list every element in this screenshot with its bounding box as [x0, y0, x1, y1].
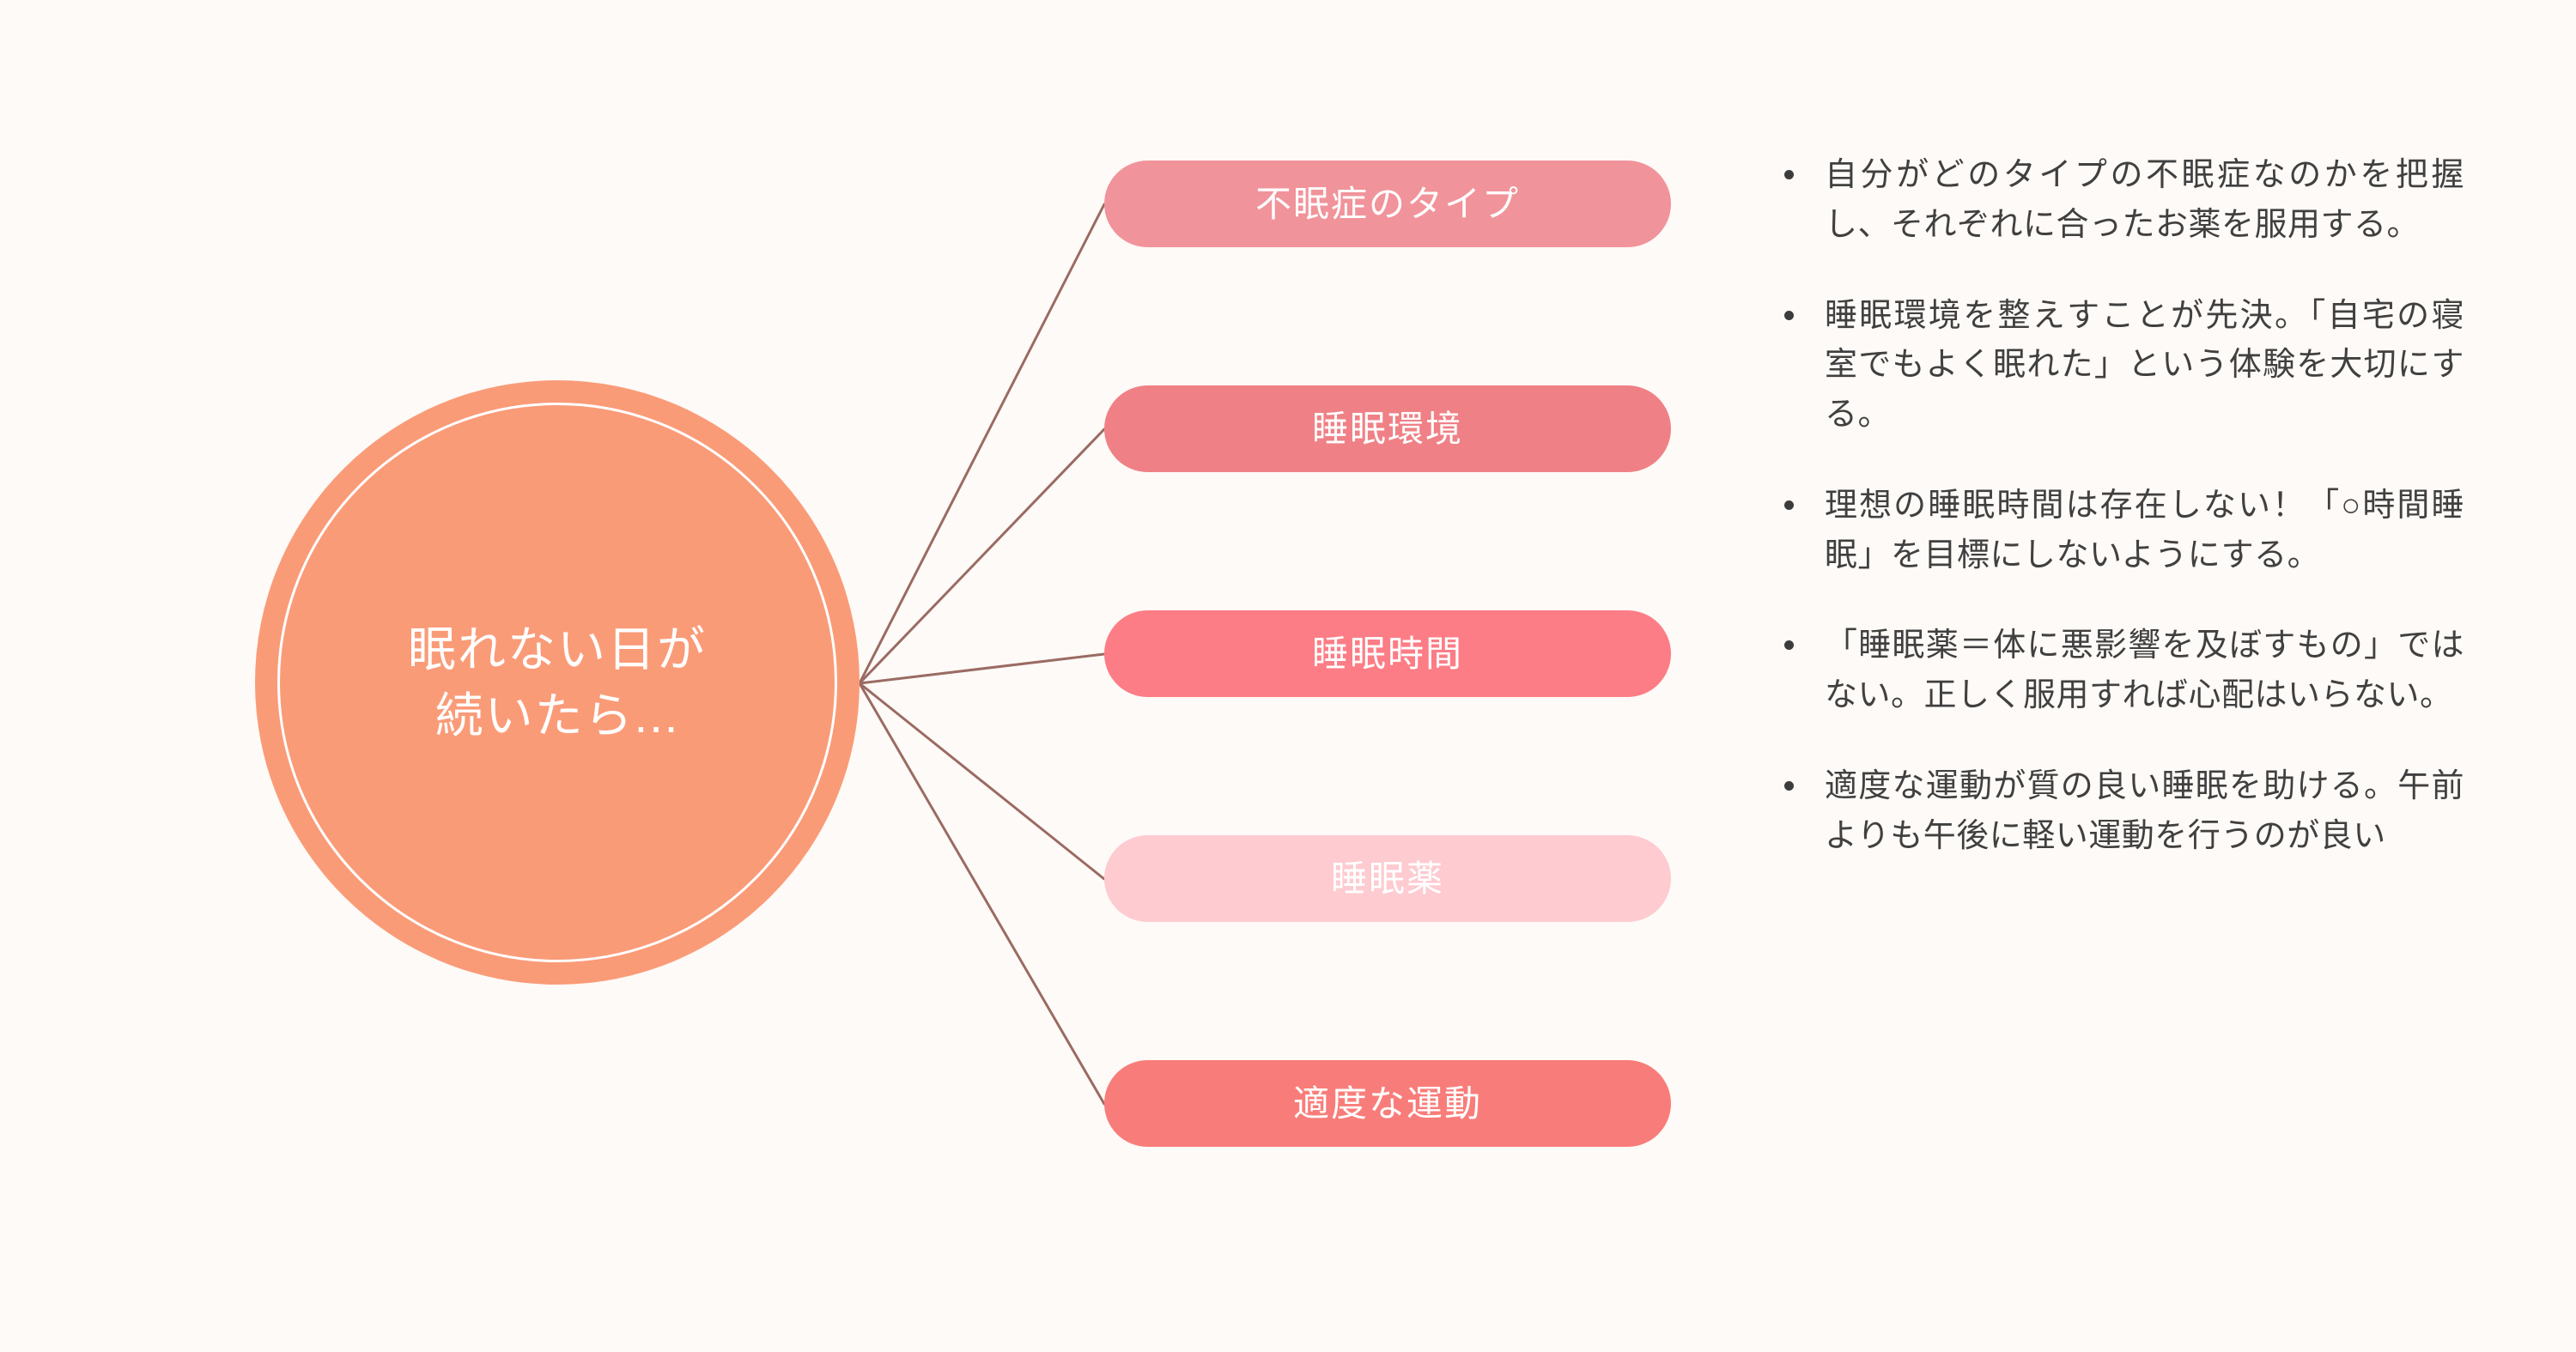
note-text: 自分がどのタイプの不眠症なのかを把握し、それぞれに合ったお薬を服用する。: [1825, 157, 2464, 243]
branch-pill-label: 適度な運動: [1292, 1082, 1482, 1124]
connector-line-sleep-duration: [858, 652, 1106, 685]
bullet-dot-icon: [1784, 780, 1794, 791]
bullet-dot-icon: [1784, 640, 1794, 651]
branch-pill-label: 睡眠薬: [1330, 858, 1444, 899]
note-item-moderate-exercise: 適度な運動が質の良い睡眠を助ける。午前よりも午後に軽い運動を行うのが良い: [1777, 762, 2464, 862]
note-item-insomnia-type: 自分がどのタイプの不眠症なのかを把握し、それぞれに合ったお薬を服用する。: [1777, 151, 2464, 251]
branch-pill-moderate-exercise[interactable]: 適度な運動: [1104, 1060, 1671, 1147]
bullet-dot-icon: [1784, 170, 1794, 179]
branch-pill-label: 不眠症のタイプ: [1255, 183, 1520, 224]
connector-line-sleeping-pills: [858, 682, 1106, 881]
branch-pill-insomnia-type[interactable]: 不眠症のタイプ: [1104, 161, 1671, 247]
branch-pill-label: 睡眠環境: [1311, 408, 1463, 449]
connector-line-insomnia-type: [858, 203, 1106, 685]
branch-pill-sleep-duration[interactable]: 睡眠時間: [1104, 610, 1671, 697]
central-node[interactable]: 眠れない日が 続いたら...: [255, 380, 860, 985]
notes-list: 自分がどのタイプの不眠症なのかを把握し、それぞれに合ったお薬を服用する。 睡眠環…: [1777, 151, 2464, 861]
note-text: 「睡眠薬＝体に悪影響を及ぼすもの」ではない。正しく服用すれば心配はいらない。: [1825, 627, 2464, 713]
note-text: 理想の睡眠時間は存在しない！「○時間睡眠」を目標にしないようにする。: [1825, 487, 2464, 573]
bullet-dot-icon: [1784, 500, 1794, 510]
note-item-sleep-duration: 理想の睡眠時間は存在しない！「○時間睡眠」を目標にしないようにする。: [1777, 482, 2464, 581]
note-text: 適度な運動が質の良い睡眠を助ける。午前よりも午後に軽い運動を行うのが良い: [1825, 767, 2464, 854]
connector-line-moderate-exercise: [858, 682, 1106, 1106]
branch-pill-sleep-environment[interactable]: 睡眠環境: [1104, 385, 1671, 472]
branch-pill-sleeping-pills[interactable]: 睡眠薬: [1104, 835, 1671, 922]
central-node-label: 眠れない日が 続いたら...: [408, 621, 707, 743]
note-item-sleeping-pills: 「睡眠薬＝体に悪影響を及ぼすもの」ではない。正しく服用すれば心配はいらない。: [1777, 621, 2464, 721]
note-item-sleep-environment: 睡眠環境を整えすことが先決。「自宅の寝室でもよく眠れた」という体験を大切にする。: [1777, 292, 2464, 440]
bullet-dot-icon: [1784, 310, 1794, 320]
note-text: 睡眠環境を整えすことが先決。「自宅の寝室でもよく眠れた」という体験を大切にする。: [1825, 297, 2464, 433]
branch-pill-label: 睡眠時間: [1311, 633, 1463, 674]
connector-line-sleep-environment: [858, 427, 1106, 685]
